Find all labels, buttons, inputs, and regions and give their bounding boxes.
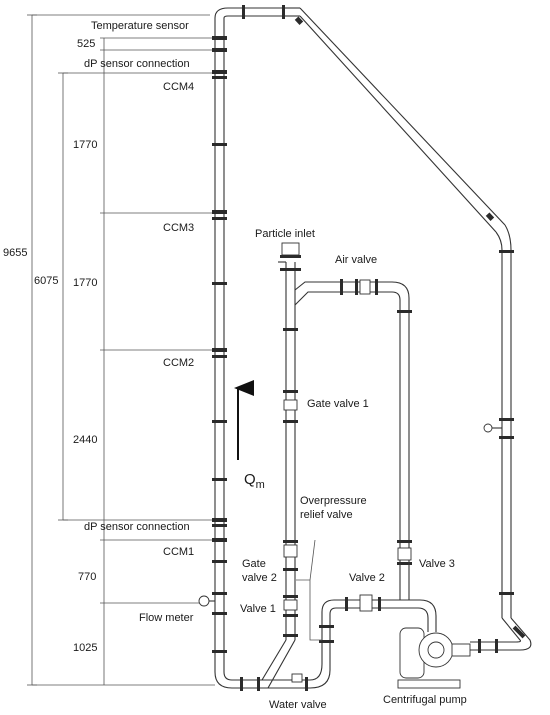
label-gate-valve-2-line1: Gate xyxy=(242,558,266,570)
dim-section: 6075 xyxy=(34,275,58,287)
return-line xyxy=(242,5,532,653)
label-air-valve: Air valve xyxy=(335,254,377,266)
label-ccm1: CCM1 xyxy=(163,546,194,558)
label-valve-1: Valve 1 xyxy=(240,603,276,615)
pump-connection xyxy=(296,539,437,689)
label-overpressure-2: relief valve xyxy=(300,509,353,521)
dim-total: 9655 xyxy=(3,247,27,259)
dimension-lines xyxy=(27,14,215,686)
air-valve-loop xyxy=(320,279,412,565)
flow-label: Qm xyxy=(244,471,265,491)
label-centrifugal-pump: Centrifugal pump xyxy=(383,694,467,706)
label-overpressure-1: Overpressure xyxy=(300,495,367,507)
inlet-branch xyxy=(240,242,320,691)
label-ccm4: CCM4 xyxy=(163,81,194,93)
label-valve-3: Valve 3 xyxy=(419,558,455,570)
label-gate-valve-2-line2: valve 2 xyxy=(242,572,277,584)
label-valve-2: Valve 2 xyxy=(349,572,385,584)
centrifugal-pump xyxy=(397,627,471,689)
main-test-pipe xyxy=(198,7,285,689)
dim-525: 525 xyxy=(77,38,95,50)
label-gate-valve-1: Gate valve 1 xyxy=(307,398,369,410)
label-dp-sensor-bottom: dP sensor connection xyxy=(84,521,190,533)
dim-2440: 2440 xyxy=(73,434,97,446)
label-ccm2: CCM2 xyxy=(163,357,194,369)
dim-770: 770 xyxy=(78,571,96,583)
label-water-valve: Water valve xyxy=(269,699,327,711)
label-temperature-sensor: Temperature sensor xyxy=(91,20,189,32)
dim-1025: 1025 xyxy=(73,642,97,654)
label-flow-meter: Flow meter xyxy=(139,612,194,624)
dim-1770-lower: 1770 xyxy=(73,277,97,289)
label-dp-sensor-top: dP sensor connection xyxy=(84,58,190,70)
label-particle-inlet: Particle inlet xyxy=(255,228,315,240)
dim-1770-upper: 1770 xyxy=(73,139,97,151)
label-ccm3: CCM3 xyxy=(163,222,194,234)
